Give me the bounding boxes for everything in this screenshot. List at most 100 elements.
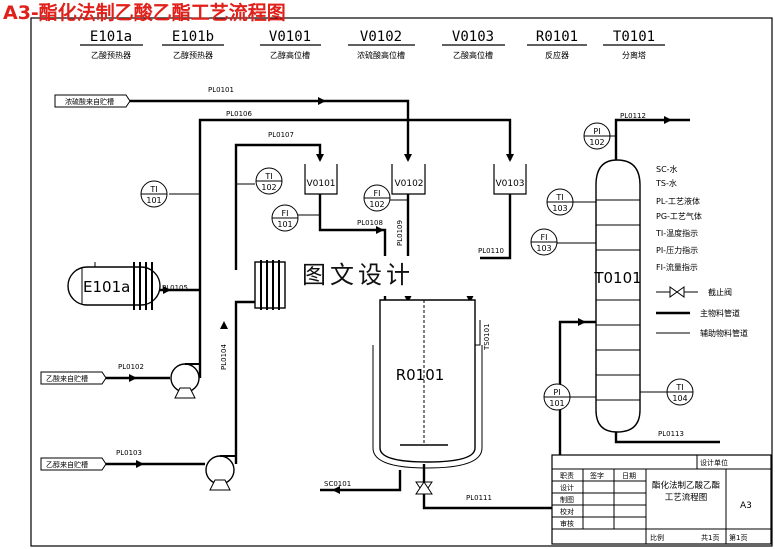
svg-text:PL0107: PL0107 [268, 131, 294, 139]
header-tag: V0102 [360, 29, 402, 45]
svg-text:PL0113: PL0113 [658, 430, 684, 438]
header-item-v0101: V0101 乙醇高位槽 [260, 29, 321, 60]
svg-text:PI-压力指示: PI-压力指示 [656, 245, 698, 255]
svg-text:TS0101: TS0101 [483, 323, 491, 351]
svg-text:TI-温度指示: TI-温度指示 [655, 228, 698, 238]
header-name: 乙酸高位槽 [453, 50, 493, 60]
svg-text:辅助物料管道: 辅助物料管道 [700, 328, 748, 338]
svg-text:第1页: 第1页 [729, 533, 747, 542]
svg-text:FI-流量指示: FI-流量指示 [656, 262, 698, 272]
main-pipes [60, 99, 720, 510]
header-item-e101b: E101b 乙醇预热器 [162, 29, 224, 60]
pump-acid [170, 363, 200, 399]
legend: SC-水 TS-水 PL-工艺液体 PG-工艺气体 TI-温度指示 PI-压力指… [655, 164, 748, 338]
header-tag: T0101 [613, 29, 655, 45]
pipe-labels: PL0101 PL0102 PL0103 PL0104 PL0105 PL010… [116, 86, 684, 502]
instruments: TI 101 TI 102 FI 101 FI 102 TI 103 [140, 122, 694, 411]
svg-text:101: 101 [146, 196, 161, 205]
equipment-header: E101a 乙酸预热器 E101b 乙醇预热器 V0101 乙醇高位槽 V010… [80, 29, 665, 60]
pipe-pl0106 [198, 118, 512, 378]
svg-text:设计单位: 设计单位 [700, 458, 728, 467]
svg-text:PL0109: PL0109 [396, 220, 404, 246]
instrument-ti104: TI 104 [666, 378, 694, 406]
svg-text:截止阀: 截止阀 [708, 287, 732, 297]
drawing-title: A3-酯化法制乙酸乙酯工艺流程图 [3, 1, 286, 24]
source-ethanol: 乙醇来自贮槽 [46, 460, 88, 469]
svg-text:102: 102 [589, 138, 604, 147]
title-block-drawing-name: 酯化法制乙酸乙酯工艺流程图 [651, 481, 720, 503]
svg-text:TI: TI [675, 383, 683, 392]
instrument-pi101: PI 101 [543, 383, 571, 411]
header-name: 乙酸预热器 [91, 50, 131, 60]
svg-text:PL0112: PL0112 [620, 112, 646, 120]
e101a-label: E101a [83, 278, 130, 296]
source-acid: 乙酸来自贮槽 [46, 374, 88, 383]
header-name: 分离塔 [622, 50, 646, 60]
r0101-label: R0101 [396, 366, 445, 384]
header-tag: E101b [172, 29, 214, 45]
header-name: 乙醇高位槽 [270, 50, 310, 60]
header-tag: V0101 [269, 29, 311, 45]
pipe-sc0101 [320, 470, 402, 492]
vessel-v0102: V0102 [391, 164, 426, 195]
svg-text:FI: FI [282, 209, 289, 218]
svg-text:图文设计: 图文设计 [302, 261, 414, 289]
header-tag: V0103 [452, 29, 494, 45]
instrument-pi102: PI 102 [583, 122, 611, 150]
reactor-r0101: R0101 [372, 299, 483, 469]
svg-text:PL0101: PL0101 [208, 86, 234, 94]
svg-text:共1页: 共1页 [701, 533, 719, 542]
svg-text:日期: 日期 [622, 472, 636, 480]
header-name: 浓硫酸高位槽 [357, 50, 405, 60]
header-name: 反应器 [545, 50, 569, 60]
svg-text:TI: TI [149, 185, 157, 194]
t0101-label: T0101 [593, 269, 641, 287]
header-item-r0101: R0101 反应器 [527, 29, 587, 60]
instrument-fi103: FI 103 [530, 228, 558, 256]
svg-text:102: 102 [369, 200, 384, 209]
svg-text:审核: 审核 [560, 519, 574, 528]
svg-text:PL0110: PL0110 [478, 247, 504, 255]
instrument-ti101: TI 101 [140, 180, 168, 208]
svg-text:FI: FI [541, 233, 548, 242]
svg-text:PL0105: PL0105 [162, 284, 188, 292]
svg-text:104: 104 [672, 394, 687, 403]
header-item-e101a: E101a 乙酸预热器 [80, 29, 143, 60]
pipe-pl0101 [60, 99, 410, 160]
svg-text:PL0106: PL0106 [226, 110, 252, 118]
svg-text:TI: TI [264, 172, 272, 181]
svg-text:制图: 制图 [560, 495, 574, 504]
svg-text:SC-水: SC-水 [656, 164, 678, 174]
header-item-t0101: T0101 分离塔 [603, 29, 665, 60]
source-labels: 浓硫酸来自贮槽 乙酸来自贮槽 乙醇来自贮槽 [40, 94, 131, 471]
header-name: 乙醇预热器 [173, 50, 213, 60]
instrument-fi102: FI 102 [363, 184, 391, 212]
header-tag: E101a [90, 29, 132, 45]
column-t0101: T0101 [593, 159, 642, 433]
drawing-frame [30, 17, 773, 547]
pipe-pl0113 [614, 430, 720, 444]
vessel-v0103: V0103 [493, 164, 527, 195]
valves [415, 481, 433, 495]
svg-text:TI: TI [555, 193, 563, 202]
svg-text:比例: 比例 [650, 533, 664, 542]
header-tag: R0101 [536, 29, 578, 45]
svg-text:PL0103: PL0103 [116, 449, 142, 457]
svg-text:101: 101 [549, 399, 564, 408]
svg-text:设计: 设计 [560, 483, 574, 492]
svg-text:PL0111: PL0111 [466, 494, 492, 502]
vessel-v0101: V0101 [304, 164, 338, 195]
svg-text:主物料管道: 主物料管道 [700, 308, 740, 318]
instrument-ti102: TI 102 [255, 167, 283, 195]
svg-text:101: 101 [277, 220, 292, 229]
svg-text:PL-工艺液体: PL-工艺液体 [656, 196, 700, 206]
exchanger-e101b [254, 260, 286, 310]
svg-text:PL0102: PL0102 [118, 363, 144, 371]
svg-text:校对: 校对 [560, 507, 574, 516]
svg-text:FI: FI [374, 189, 381, 198]
exchanger-e101a: E101a [67, 262, 161, 310]
svg-text:PG-工艺气体: PG-工艺气体 [656, 211, 702, 221]
pipe-pl0104 [234, 300, 255, 464]
source-h2so4: 浓硫酸来自贮槽 [65, 97, 114, 106]
